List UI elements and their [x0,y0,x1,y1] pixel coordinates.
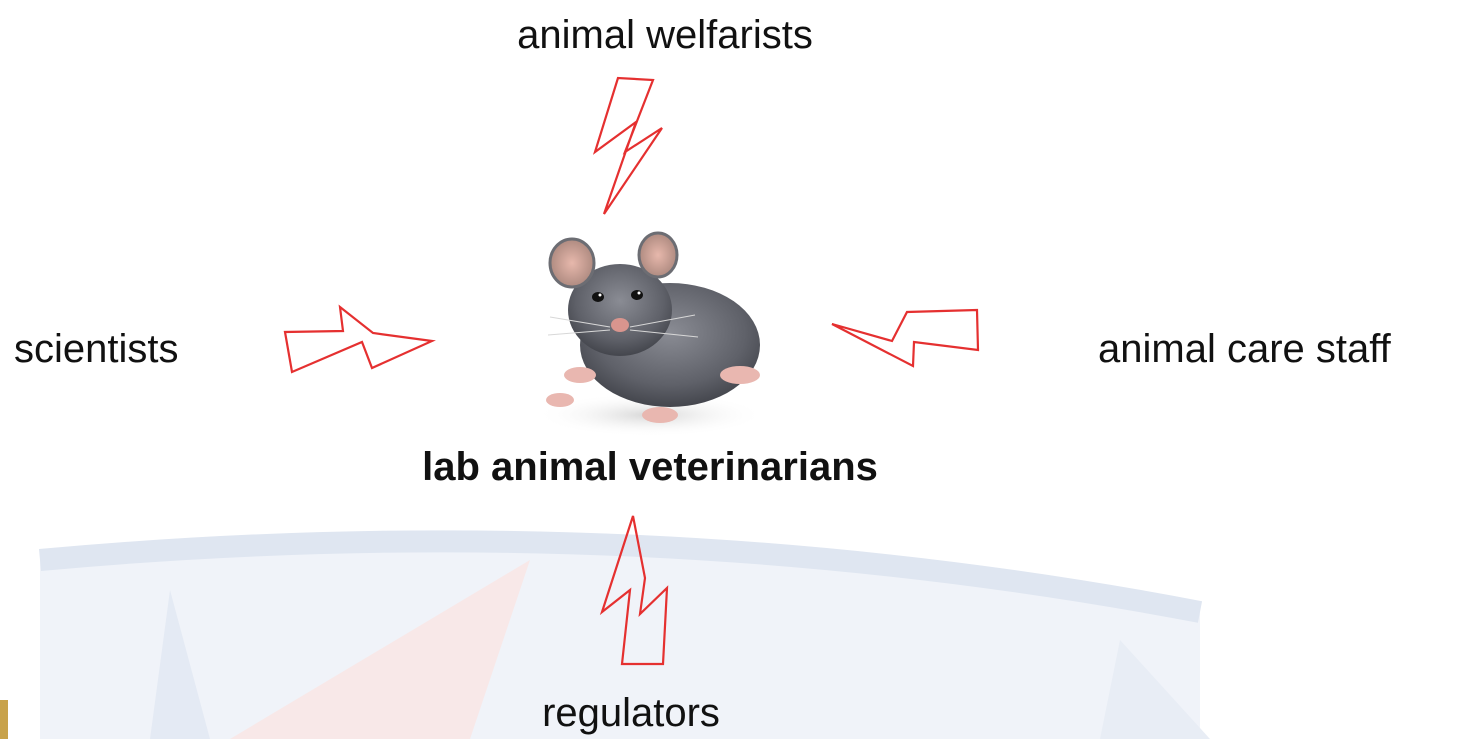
label-animal-welfarists: animal welfarists [0,12,1330,58]
label-scientists: scientists [14,326,179,372]
mouse-image [520,225,780,440]
lightning-bolt-icon-bottom [602,516,667,664]
label-regulators: regulators [0,690,1262,736]
lightning-bolt-icon-right [832,310,978,366]
lightning-bolt-icon-top [595,78,662,214]
label-lab-animal-veterinarians: lab animal veterinarians [0,444,1300,490]
label-animal-care-staff: animal care staff [1098,326,1391,372]
lightning-bolt-icon-left [285,307,432,372]
corner-decoration [0,700,8,739]
